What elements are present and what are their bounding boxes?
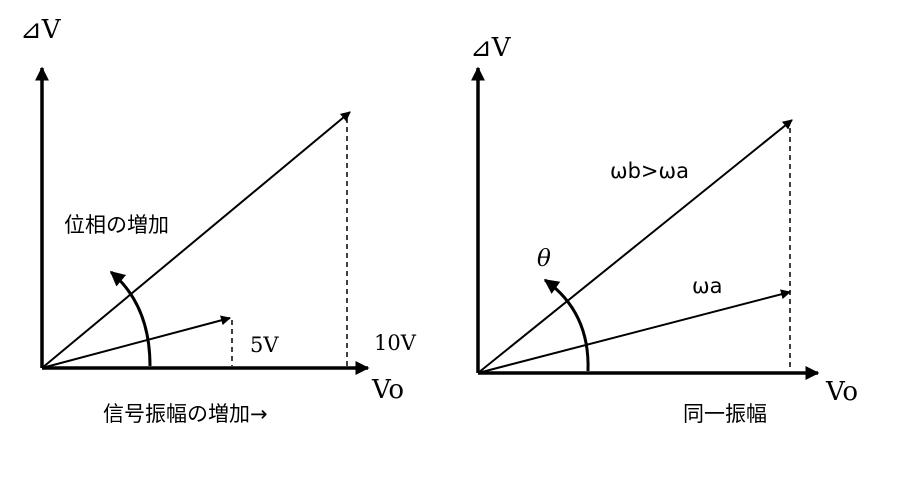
right-upper-vector-label: ωb>ωa	[610, 159, 689, 183]
left-phase-label: 位相の増加	[64, 213, 169, 237]
left-large-amplitude-label: 10V	[374, 331, 417, 355]
right-lower-vector	[477, 289, 791, 374]
left-phase-arc	[109, 270, 152, 367]
right-lower-vector-label: ωa	[692, 274, 722, 298]
left-x-axis-label: Vo	[371, 375, 404, 405]
right-upper-vector	[477, 119, 793, 374]
left-caption: 信号振幅の増加→	[103, 402, 268, 426]
left-y-axis-label: ⊿V	[20, 15, 62, 45]
right-angle-label: θ	[537, 246, 551, 272]
right-y-axis-label: ⊿V	[470, 33, 512, 63]
left-diagram: ⊿V Vo 位相の増加 5V 10V 信号振幅の増加→	[20, 15, 417, 426]
left-small-amplitude-label: 5V	[250, 333, 279, 357]
right-caption: 同一振幅	[683, 402, 767, 426]
right-diagram: ⊿V Vo θ ωb>ωa ωa 同一振幅	[470, 33, 858, 426]
right-x-axis-label: Vo	[825, 377, 858, 407]
left-small-vector	[41, 315, 231, 369]
right-angle-arc	[543, 278, 590, 372]
left-large-vector	[41, 111, 351, 369]
